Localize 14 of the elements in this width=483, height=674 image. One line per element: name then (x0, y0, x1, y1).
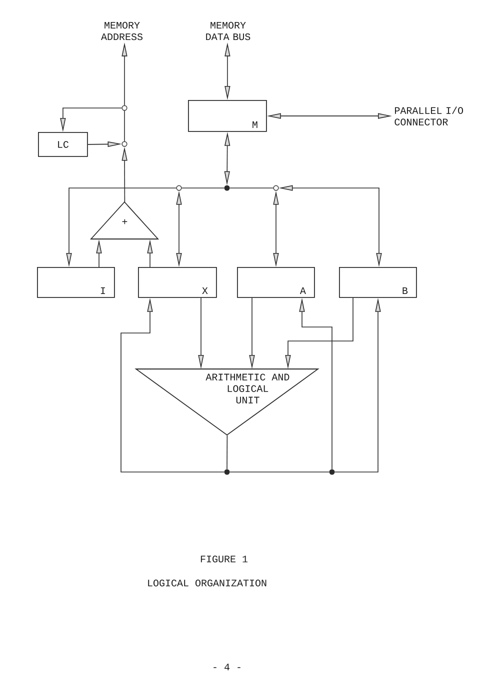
connector-label: PARALLEL I/O CONNECTOR (394, 106, 464, 126)
figure-number: FIGURE 1 (200, 556, 248, 562)
register-box: I (37, 267, 115, 298)
page-number: - 4 - (214, 664, 240, 670)
signal-label: MEMORY DATA BUS (206, 22, 250, 40)
register-box: M (188, 100, 267, 132)
connector-line (226, 435, 228, 470)
register-box: A (237, 267, 315, 298)
register-box: B (339, 267, 417, 298)
register-box: X (138, 267, 217, 298)
connector-line (124, 110, 125, 142)
figure-caption: LOGICAL ORGANIZATION (148, 580, 266, 586)
register-box: LC (38, 132, 88, 157)
signal-label: MEMORY ADDRESS (101, 22, 142, 40)
